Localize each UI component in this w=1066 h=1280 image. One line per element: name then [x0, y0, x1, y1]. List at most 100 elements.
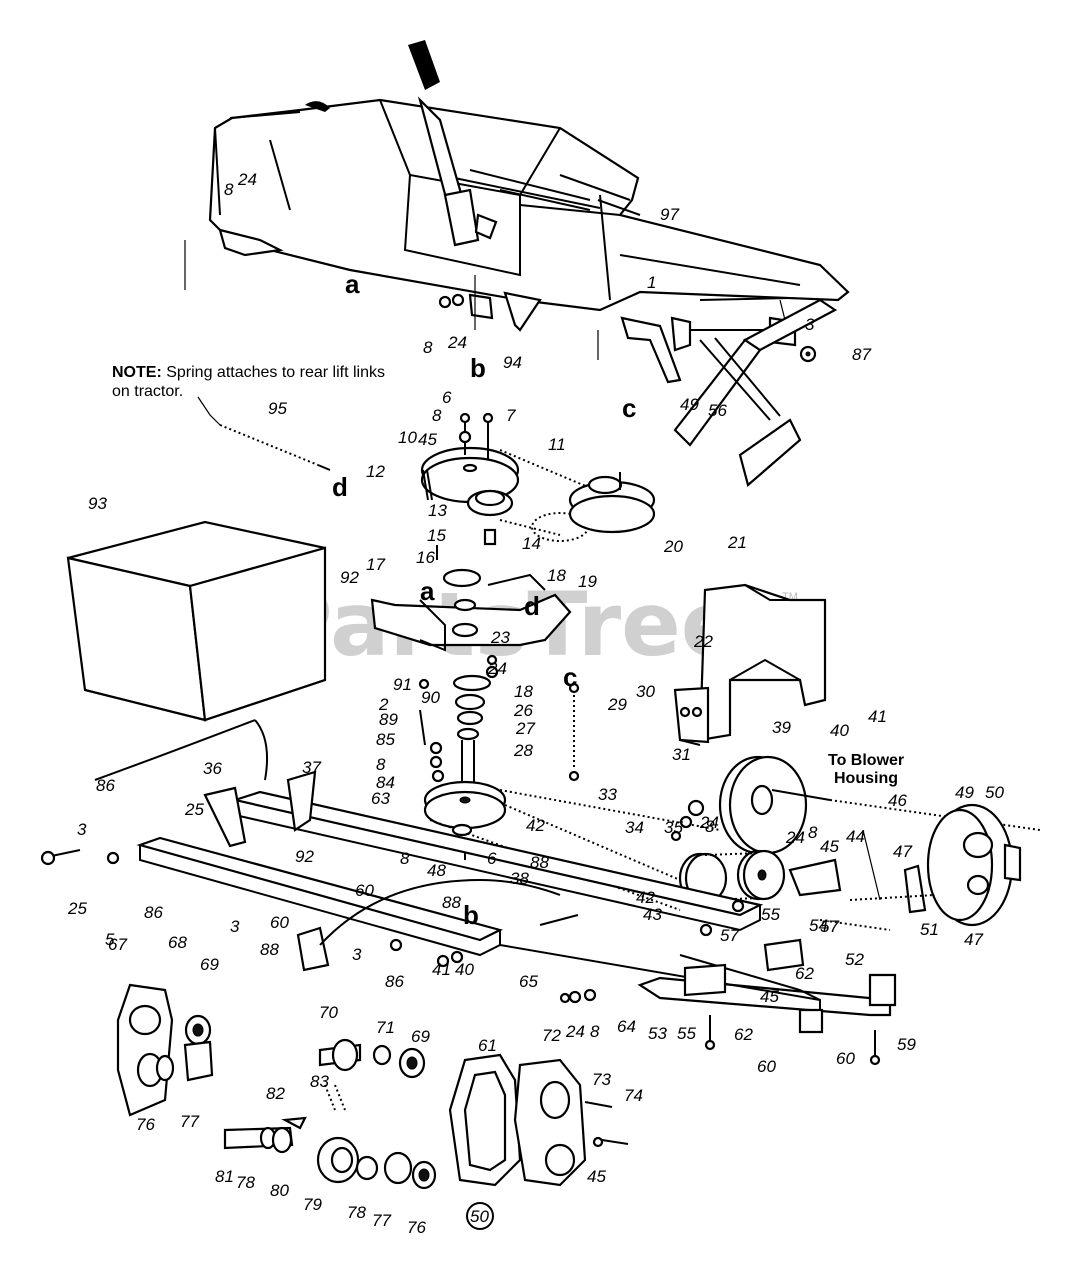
- part-callout-76: 76: [407, 1218, 426, 1237]
- reference-letter-d: d: [332, 472, 348, 502]
- part-callout-24: 24: [447, 333, 467, 352]
- part-callout-70: 70: [319, 1003, 338, 1022]
- upper-pulley-assembly: [420, 412, 656, 546]
- lower-pulley-assembly: [423, 682, 721, 911]
- part-callout-33: 33: [598, 785, 617, 804]
- part-callout-74: 74: [624, 1086, 643, 1105]
- part-callout-8: 8: [808, 823, 818, 842]
- part-callout-95: 95: [268, 399, 287, 418]
- part-callout-65: 65: [519, 972, 538, 991]
- part-callout-30: 30: [636, 682, 655, 701]
- part-callout-77: 77: [372, 1211, 391, 1230]
- part-callout-17: 17: [366, 555, 385, 574]
- part-callout-42: 42: [526, 816, 545, 835]
- part-callout-3: 3: [352, 945, 362, 964]
- part-callout-28: 28: [513, 741, 533, 760]
- part-callout-78: 78: [236, 1173, 255, 1192]
- part-callout-39: 39: [772, 718, 791, 737]
- center-bracket-assembly: [370, 545, 572, 790]
- part-callout-36: 36: [203, 759, 222, 778]
- part-callout-42: 42: [636, 888, 655, 907]
- part-callout-73: 73: [592, 1070, 611, 1089]
- part-callout-72: 72: [542, 1026, 561, 1045]
- part-callout-41: 41: [868, 707, 887, 726]
- part-callout-63: 63: [371, 789, 390, 808]
- part-callout-88: 88: [260, 940, 279, 959]
- part-callout-29: 29: [607, 695, 627, 714]
- part-callout-57: 57: [820, 917, 839, 936]
- part-callout-23: 23: [490, 628, 510, 647]
- part-callout-24: 24: [785, 828, 805, 847]
- part-callout-54: 54: [809, 916, 828, 935]
- part-callout-48: 48: [427, 861, 446, 880]
- reference-letter-d: d: [524, 591, 540, 621]
- part-callout-52: 52: [845, 950, 864, 969]
- hopper-box-93: [66, 520, 327, 722]
- part-callout-45: 45: [587, 1167, 606, 1186]
- part-callout-35: 35: [664, 818, 683, 837]
- part-callout-64: 64: [617, 1017, 636, 1036]
- part-callout-45: 45: [418, 430, 437, 449]
- part-callout-77: 77: [180, 1112, 199, 1131]
- to-blower-line-2: Housing: [834, 770, 898, 787]
- part-callout-24: 24: [487, 659, 507, 678]
- part-callout-79: 79: [303, 1195, 322, 1214]
- part-callout-68: 68: [168, 933, 187, 952]
- part-callout-25: 25: [184, 800, 204, 819]
- part-callout-62: 62: [795, 964, 814, 983]
- part-callout-3: 3: [230, 917, 240, 936]
- part-callout-87: 87: [852, 345, 871, 364]
- right-gear-housing: [819, 803, 1022, 931]
- reference-letter-a: a: [345, 269, 360, 299]
- part-callout-27: 27: [515, 719, 535, 738]
- part-callout-14: 14: [522, 534, 541, 553]
- part-callout-50: 50: [985, 783, 1004, 802]
- part-callout-92: 92: [340, 568, 359, 587]
- part-callout-40: 40: [830, 721, 849, 740]
- part-callout-86: 86: [385, 972, 404, 991]
- part-callout-90: 90: [421, 688, 440, 707]
- part-callout-37: 37: [302, 758, 321, 777]
- part-callout-18: 18: [547, 566, 566, 585]
- part-callout-84: 84: [376, 773, 395, 792]
- part-callout-93: 93: [88, 494, 107, 513]
- part-callout-88: 88: [442, 893, 461, 912]
- part-callout-69: 69: [200, 955, 219, 974]
- part-callout-8: 8: [590, 1022, 600, 1041]
- part-callout-67: 67: [108, 935, 127, 954]
- part-callout-57: 57: [720, 926, 739, 945]
- part-callout-8: 8: [224, 180, 234, 199]
- reference-letter-c: c: [563, 662, 577, 692]
- part-callout-47: 47: [893, 842, 912, 861]
- part-callout-43: 43: [643, 905, 662, 924]
- part-callout-16: 16: [416, 548, 435, 567]
- part-callout-71: 71: [376, 1018, 395, 1037]
- part-callout-20: 20: [663, 537, 683, 556]
- part-callout-10: 10: [398, 428, 417, 447]
- part-callout-85: 85: [376, 730, 395, 749]
- part-callout-86: 86: [96, 776, 115, 795]
- part-callout-94: 94: [503, 353, 522, 372]
- part-callout-21: 21: [727, 533, 747, 552]
- part-callout-78: 78: [347, 1203, 366, 1222]
- part-callout-62: 62: [734, 1025, 753, 1044]
- part-callout-38: 38: [510, 869, 529, 888]
- part-callout-59: 59: [897, 1035, 916, 1054]
- part-callout-31: 31: [672, 745, 691, 764]
- part-callout-24: 24: [565, 1022, 585, 1041]
- part-callout-49: 49: [680, 395, 699, 414]
- part-callout-97: 97: [660, 205, 679, 224]
- part-callout-13: 13: [428, 501, 447, 520]
- part-callout-46: 46: [888, 791, 907, 810]
- part-callout-86: 86: [144, 903, 163, 922]
- part-callout-24: 24: [699, 813, 719, 832]
- note-line-1: NOTE: Spring attaches to rear lift links: [112, 364, 385, 381]
- note-line-2: on tractor.: [112, 383, 183, 400]
- part-callout-25: 25: [67, 899, 87, 918]
- part-callout-3: 3: [77, 820, 87, 839]
- part-callout-49: 49: [955, 783, 974, 802]
- reference-letter-c: c: [622, 393, 636, 423]
- part-callout-34: 34: [625, 818, 644, 837]
- part-callout-51: 51: [920, 920, 939, 939]
